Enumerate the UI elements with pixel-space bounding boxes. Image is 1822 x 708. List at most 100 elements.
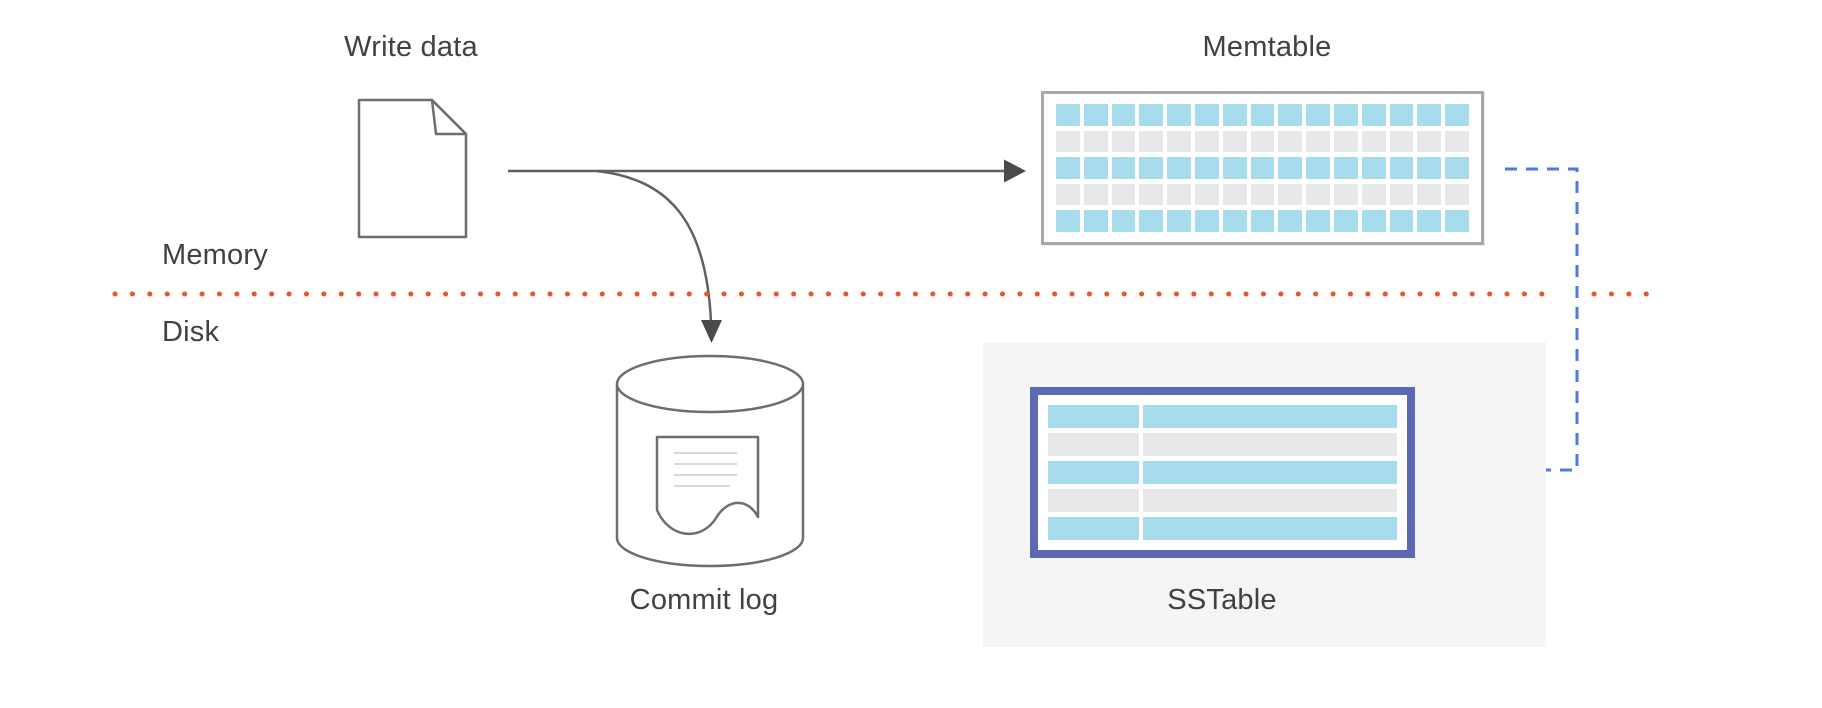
sstable-row	[1048, 461, 1397, 484]
memtable-cell	[1306, 210, 1330, 232]
memtable-grid	[1041, 91, 1484, 245]
memtable-cell	[1250, 183, 1275, 206]
memtable-cell	[1083, 210, 1108, 232]
database-cylinder-icon	[615, 354, 805, 568]
memtable-cell	[1417, 157, 1442, 179]
memtable-cell	[1361, 157, 1386, 179]
memtable-cell	[1361, 183, 1386, 206]
memtable-cell	[1111, 183, 1136, 206]
memtable-cell	[1417, 104, 1442, 126]
sstable-table	[1030, 387, 1415, 558]
write-to-memtable-arrow	[508, 159, 1026, 183]
sstable-key-cell	[1048, 433, 1139, 456]
memtable-cell	[1194, 130, 1219, 153]
memtable-cell	[1167, 130, 1191, 153]
memtable-cell	[1278, 130, 1303, 153]
memtable-cell	[1333, 104, 1358, 126]
memtable-cell	[1278, 104, 1303, 126]
memtable-cell	[1056, 210, 1080, 232]
sstable-row	[1048, 405, 1397, 428]
commit-log-label: Commit log	[629, 584, 779, 616]
memtable-cell	[1306, 157, 1330, 179]
memtable-cell	[1083, 104, 1108, 126]
memtable-cell	[1056, 157, 1080, 179]
write-to-commitlog-arrow	[596, 169, 722, 343]
disk-zone-label: Disk	[162, 316, 220, 348]
sstable-key-cell	[1048, 517, 1139, 540]
memtable-cell	[1389, 130, 1414, 153]
memtable-cell	[1250, 157, 1275, 179]
memtable-cell	[1333, 157, 1358, 179]
memtable-cell	[1167, 210, 1191, 232]
memtable-cell	[1056, 104, 1080, 126]
memtable-cell	[1111, 210, 1136, 232]
memtable-cell	[1278, 210, 1303, 232]
memtable-cell	[1083, 157, 1108, 179]
memtable-cell	[1445, 130, 1469, 153]
sstable-key-cell	[1048, 461, 1139, 484]
memtable-cell	[1333, 183, 1358, 206]
log-document-icon	[655, 435, 760, 536]
sstable-value-cell	[1142, 405, 1397, 428]
sstable-key-cell	[1048, 405, 1139, 428]
memtable-cell	[1389, 104, 1414, 126]
memtable-cell	[1306, 104, 1330, 126]
memtable-cell	[1445, 157, 1469, 179]
memtable-cell	[1139, 183, 1164, 206]
memtable-cell	[1445, 183, 1469, 206]
memtable-cell	[1250, 130, 1275, 153]
sstable-row	[1048, 517, 1397, 540]
memtable-cell	[1389, 210, 1414, 232]
memtable-cell	[1222, 130, 1247, 153]
memtable-cell	[1056, 130, 1080, 153]
memtable-cell	[1417, 210, 1442, 232]
sstable-value-cell	[1142, 433, 1397, 456]
memtable-cell	[1111, 104, 1136, 126]
sstable-value-cell	[1142, 461, 1397, 484]
memtable-cell	[1139, 130, 1164, 153]
memtable-cell	[1083, 183, 1108, 206]
memtable-cell	[1194, 183, 1219, 206]
memtable-cell	[1194, 210, 1219, 232]
sstable-row	[1048, 489, 1397, 512]
memory-zone-label: Memory	[162, 239, 268, 271]
memtable-cell	[1167, 104, 1191, 126]
memtable-cell	[1306, 130, 1330, 153]
memtable-cell	[1361, 210, 1386, 232]
memtable-cell	[1250, 210, 1275, 232]
memtable-cell	[1445, 210, 1469, 232]
memtable-cell	[1278, 157, 1303, 179]
sstable-label: SSTable	[1167, 584, 1277, 616]
memtable-cell	[1333, 210, 1358, 232]
memtable-cell	[1194, 157, 1219, 179]
memtable-cell	[1111, 130, 1136, 153]
sstable-value-cell	[1142, 489, 1397, 512]
memtable-cell	[1222, 104, 1247, 126]
memtable-cell	[1139, 210, 1164, 232]
memtable-cell	[1139, 104, 1164, 126]
memtable-cell	[1222, 183, 1247, 206]
memtable-cell	[1417, 130, 1442, 153]
memtable-cell	[1361, 130, 1386, 153]
memtable-cell	[1222, 157, 1247, 179]
memtable-cell	[1417, 183, 1442, 206]
memtable-label: Memtable	[1202, 31, 1332, 63]
memtable-cell	[1278, 183, 1303, 206]
memtable-cell	[1250, 104, 1275, 126]
memtable-cell	[1445, 104, 1469, 126]
memtable-cell	[1167, 183, 1191, 206]
memtable-cell	[1111, 157, 1136, 179]
memtable-cell	[1222, 210, 1247, 232]
document-icon	[357, 98, 468, 239]
memtable-cell	[1167, 157, 1191, 179]
memtable-cell	[1306, 183, 1330, 206]
sstable-value-cell	[1142, 517, 1397, 540]
memtable-cell	[1361, 104, 1386, 126]
sstable-key-cell	[1048, 489, 1139, 512]
memtable-cell	[1083, 130, 1108, 153]
memtable-cell	[1139, 157, 1164, 179]
memtable-cell	[1056, 183, 1080, 206]
memtable-cell	[1194, 104, 1219, 126]
